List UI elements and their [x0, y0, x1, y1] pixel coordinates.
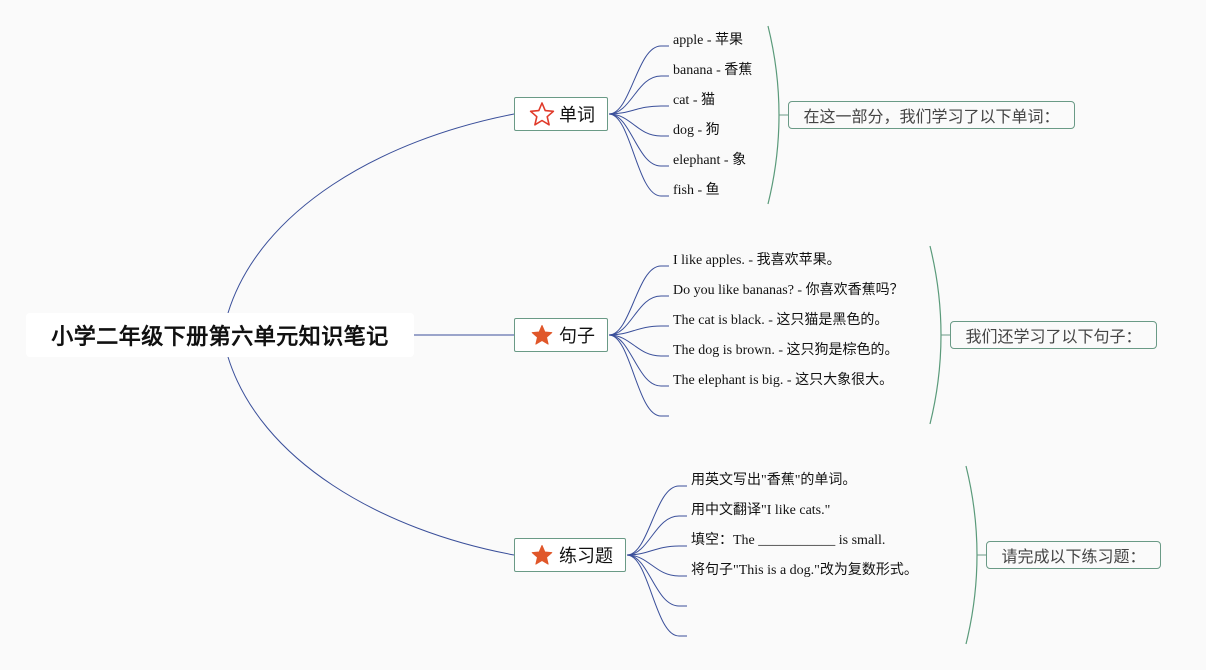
root-title: 小学二年级下册第六单元知识笔记 — [51, 325, 389, 350]
topic-sentences[interactable]: 句子 — [514, 318, 608, 352]
leaf-connector-exercises — [626, 545, 687, 556]
summary-label: 在这一部分，我们学习了以下单词： — [803, 107, 1060, 126]
star-filled-icon — [529, 322, 555, 348]
leaf-connector-sentences — [608, 325, 669, 336]
leaf-connector-exercises — [626, 554, 687, 607]
summary-exercises[interactable]: 请完成以下练习题： — [986, 541, 1161, 569]
leaf-connector-exercises — [626, 554, 687, 577]
leaf-word[interactable]: fish - 鱼 — [673, 183, 720, 198]
leaf-connector-words — [608, 105, 669, 115]
leaf-connector-exercises — [626, 554, 687, 637]
topic-label: 单词 — [559, 105, 595, 126]
leaf-connector-sentences — [608, 265, 669, 336]
branch-line-exercises — [227, 356, 515, 556]
topic-words[interactable]: 单词 — [514, 97, 608, 131]
summary-label: 我们还学习了以下句子： — [965, 327, 1142, 346]
leaf-sentence[interactable]: The cat is black. - 这只猫是黑色的。 — [673, 313, 889, 328]
root-topic[interactable]: 小学二年级下册第六单元知识笔记 — [26, 313, 414, 357]
leaf-word[interactable]: cat - 猫 — [673, 93, 715, 108]
leaf-exercise[interactable]: 用中文翻译"I like cats." — [691, 503, 831, 518]
summary-bracket-words — [767, 25, 780, 205]
leaf-connector-sentences — [608, 295, 669, 336]
branch-line-words — [227, 113, 515, 314]
leaf-word[interactable]: dog - 狗 — [673, 123, 720, 138]
leaf-connector-words — [608, 113, 669, 167]
summary-bracket-exercises — [965, 465, 978, 645]
summary-words[interactable]: 在这一部分，我们学习了以下单词： — [788, 101, 1075, 129]
leaf-word[interactable]: apple - 苹果 — [673, 33, 743, 48]
summary-sentences[interactable]: 我们还学习了以下句子： — [950, 321, 1157, 349]
leaf-exercise[interactable]: 填空：The ___________ is small. — [691, 533, 886, 548]
leaf-exercise[interactable]: 用英文写出"香蕉"的单词。 — [691, 473, 857, 488]
topic-label: 练习题 — [559, 546, 613, 567]
summary-bracket-sentences — [929, 245, 942, 425]
leaf-exercise[interactable]: 将句子"This is a dog."改为复数形式。 — [691, 563, 918, 578]
leaf-connector-words — [608, 113, 669, 197]
leaf-sentence[interactable]: Do you like bananas? - 你喜欢香蕉吗？ — [673, 283, 904, 298]
leaf-word[interactable]: elephant - 象 — [673, 153, 747, 168]
leaf-sentence[interactable]: The elephant is big. - 这只大象很大。 — [673, 373, 894, 388]
leaf-sentence[interactable]: I like apples. - 我喜欢苹果。 — [673, 253, 841, 268]
leaf-connector-words — [608, 75, 669, 115]
leaf-connector-sentences — [608, 334, 669, 417]
star-outline-icon — [529, 101, 555, 127]
summary-label: 请完成以下练习题： — [1001, 547, 1146, 566]
leaf-connector-exercises — [626, 515, 687, 556]
leaf-connector-exercises — [626, 485, 687, 556]
leaf-connector-words — [608, 45, 669, 115]
leaf-word[interactable]: banana - 香蕉 — [673, 63, 753, 78]
leaf-connector-sentences — [608, 334, 669, 387]
topic-label: 句子 — [559, 326, 595, 347]
leaf-connector-sentences — [608, 334, 669, 357]
topic-exercises[interactable]: 练习题 — [514, 538, 626, 572]
star-filled-icon — [529, 542, 555, 568]
leaf-connector-words — [608, 113, 669, 137]
leaf-sentence[interactable]: The dog is brown. - 这只狗是棕色的。 — [673, 343, 899, 358]
